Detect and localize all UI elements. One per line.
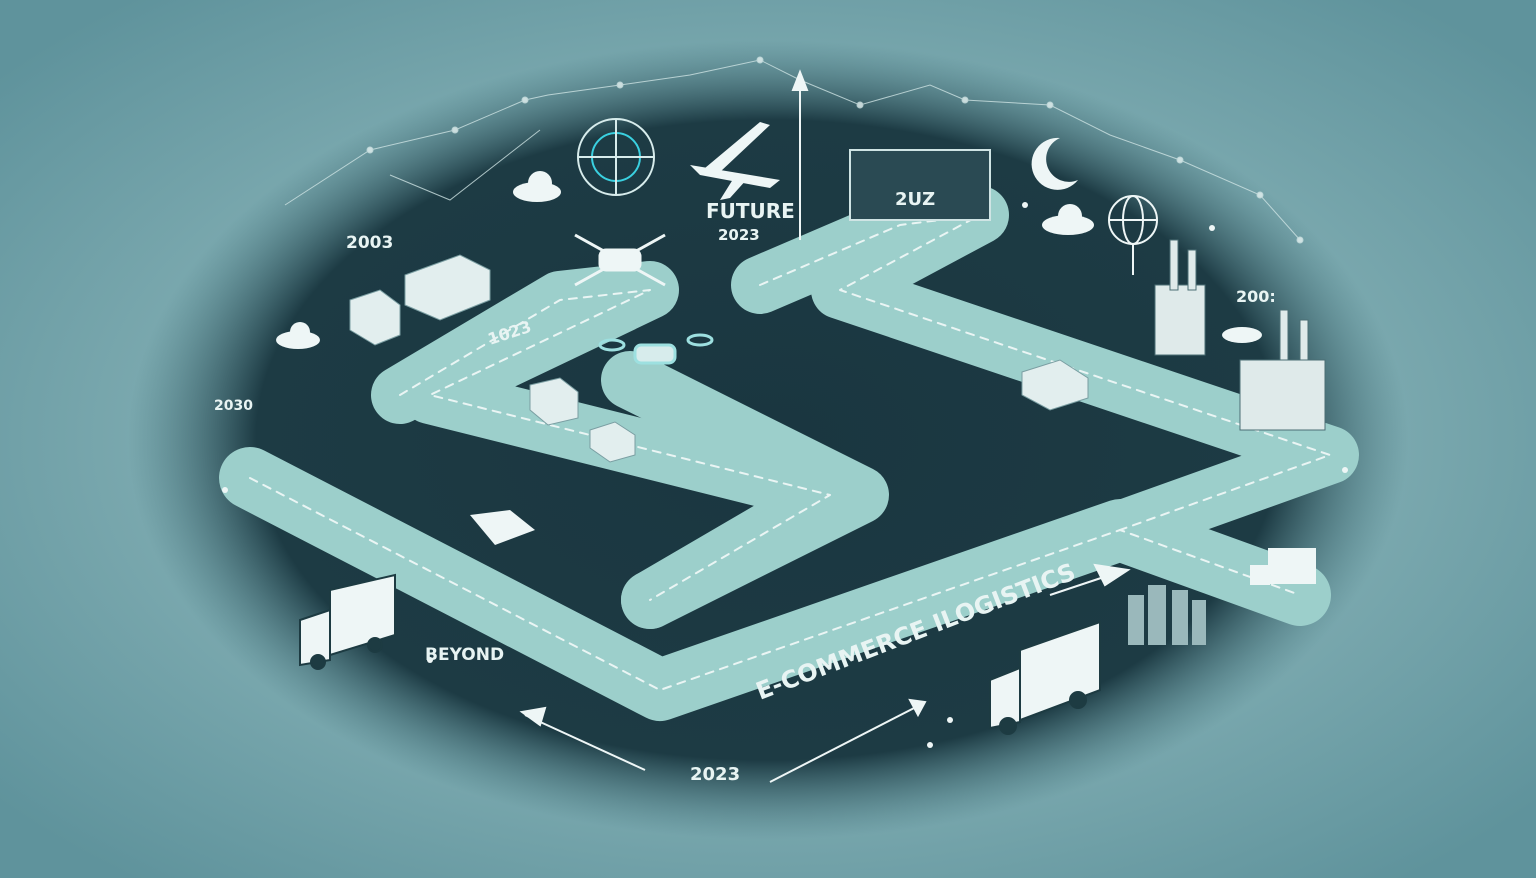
drone-icon	[574, 233, 666, 287]
city-icon	[1128, 585, 1206, 645]
moon-icon	[1031, 137, 1078, 190]
year-bottom-label: 2023	[690, 764, 740, 785]
radar-icon	[577, 118, 655, 196]
truck-icon	[1250, 548, 1316, 585]
star-icon	[222, 202, 1348, 748]
package-icon	[349, 254, 1089, 463]
road-path	[219, 186, 1359, 721]
sign-text: 2UZ	[895, 189, 935, 210]
arrow-icon	[519, 69, 1131, 783]
year-right-label: 200:	[1236, 287, 1276, 306]
future-label: FUTURE	[706, 199, 795, 223]
year-top-left-label: 2003	[346, 233, 393, 253]
globe-icon	[1108, 195, 1158, 275]
future-year-label: 2023	[718, 226, 760, 244]
truck-icon	[299, 573, 396, 670]
envelope-icon	[470, 510, 535, 545]
year-left-label: 2030	[214, 398, 253, 414]
beyond-label: BEYOND	[425, 645, 504, 665]
factory-icon	[1154, 239, 1326, 431]
truck-icon	[989, 620, 1101, 735]
airplane-icon	[690, 122, 780, 200]
sign-board: 2UZ	[849, 149, 991, 221]
drone-icon	[598, 333, 714, 365]
cloud-icon	[276, 171, 1262, 349]
